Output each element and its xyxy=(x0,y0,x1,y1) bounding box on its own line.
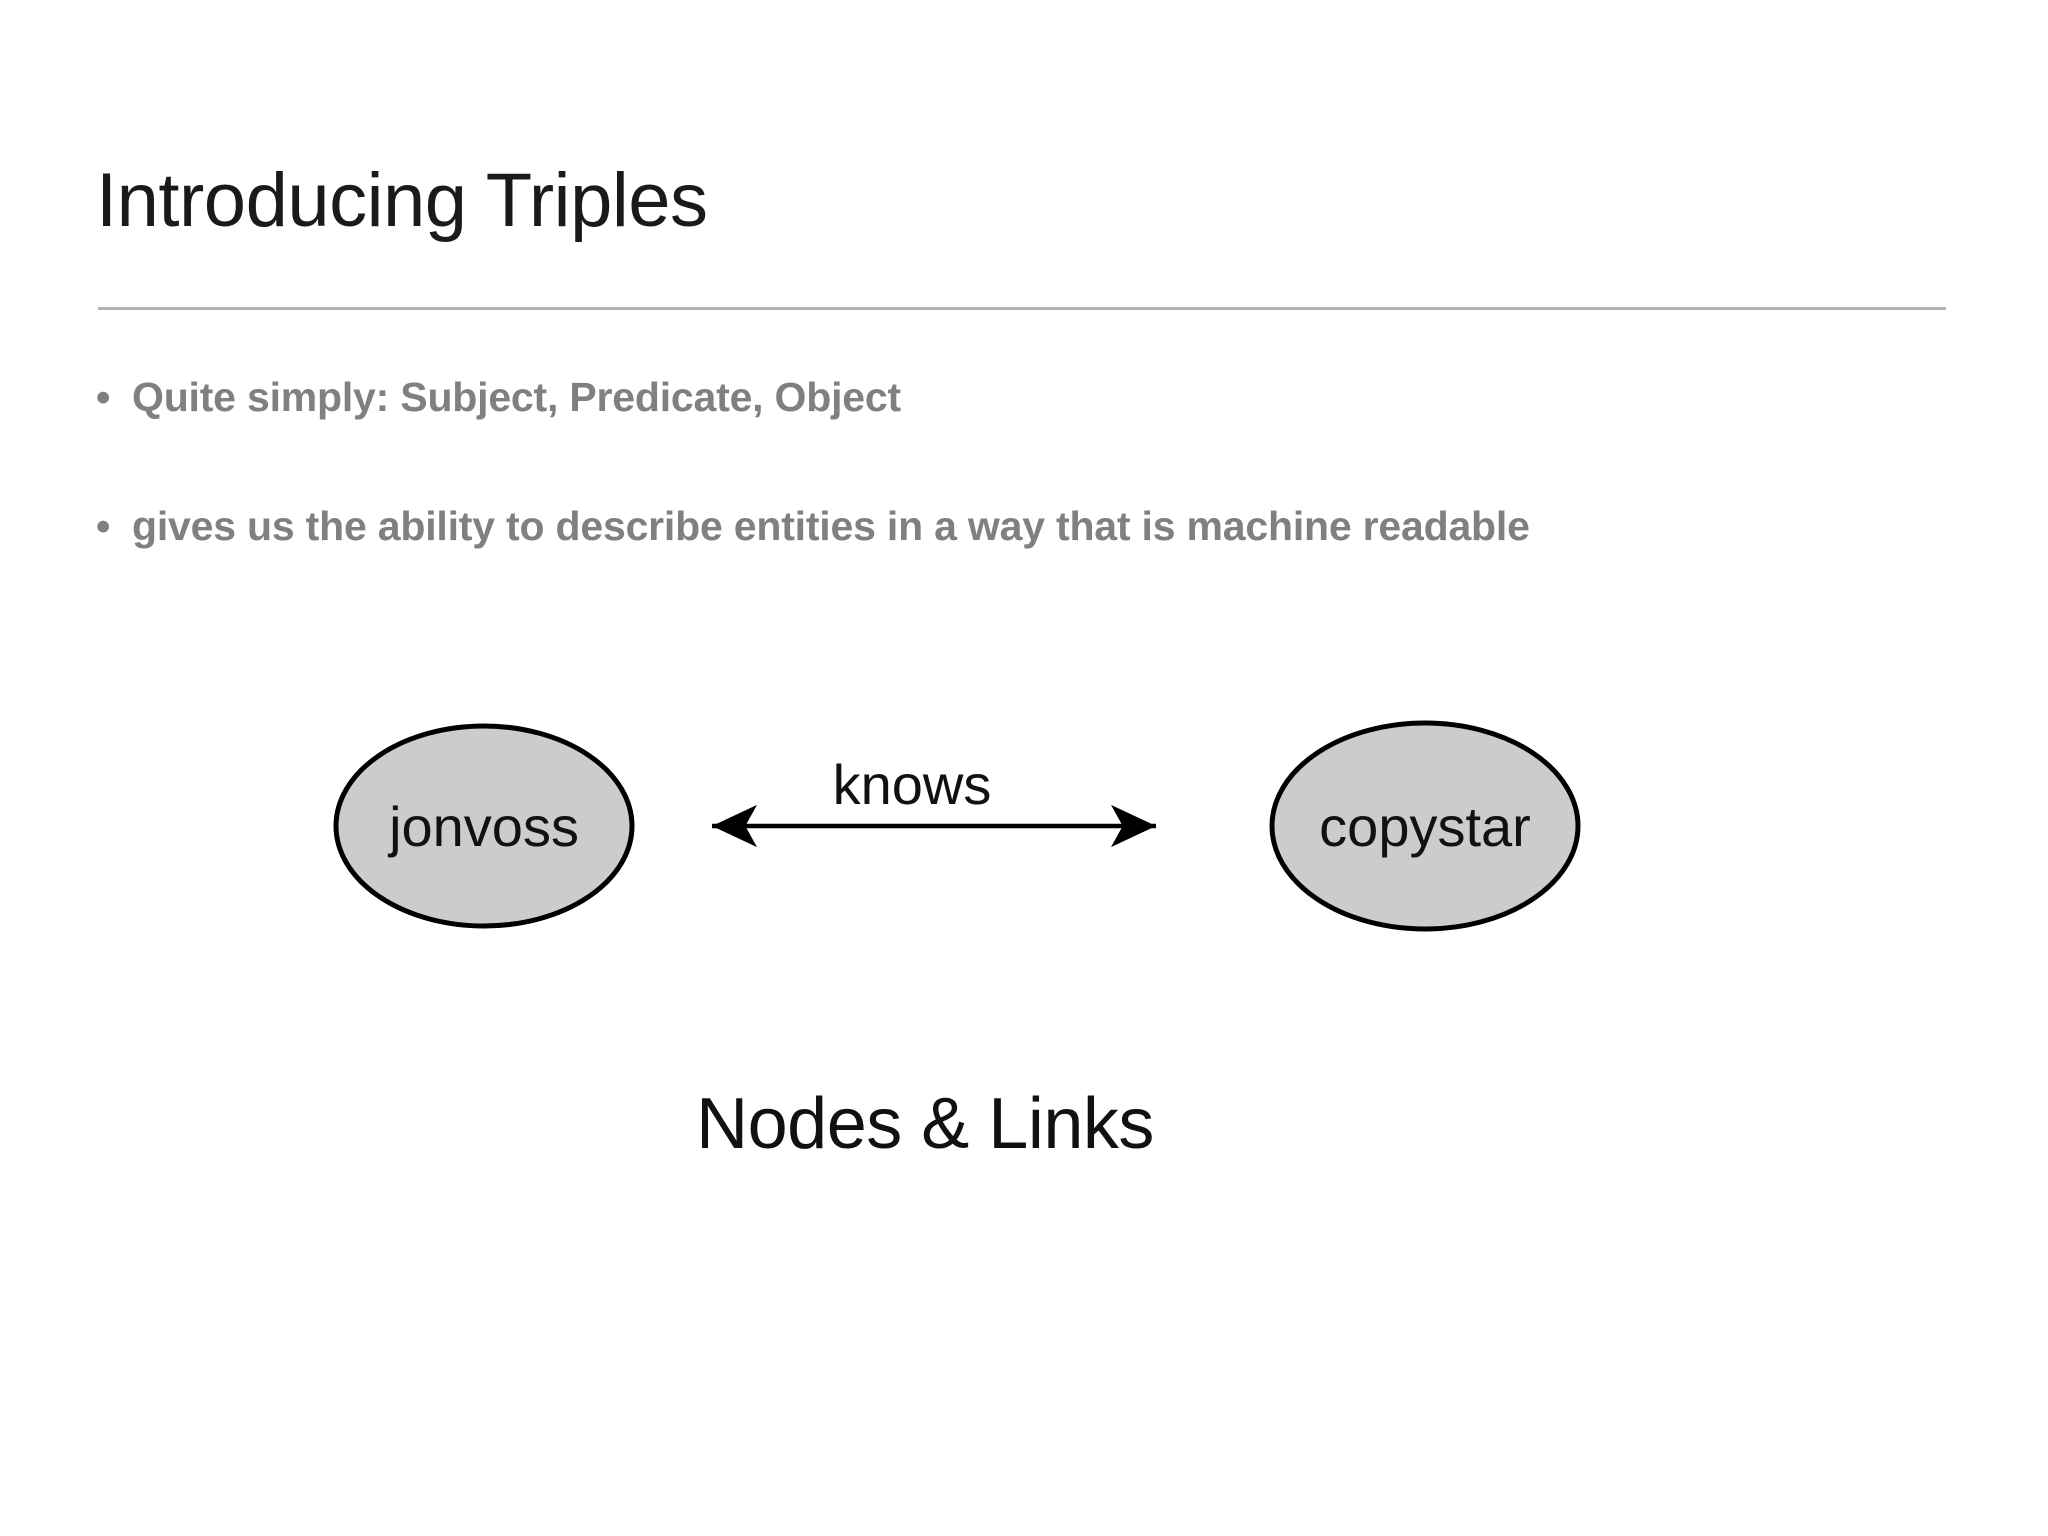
page-title: Introducing Triples xyxy=(96,158,708,243)
node-ellipse xyxy=(1269,720,1581,932)
list-item: • Quite simply: Subject, Predicate, Obje… xyxy=(96,374,1976,421)
edge-label: knows xyxy=(833,753,992,816)
bullet-text: Quite simply: Subject, Predicate, Object xyxy=(132,374,901,420)
node-link-diagram: jonvoss copystar knows xyxy=(300,690,1650,990)
diagram-node-jonvoss: jonvoss xyxy=(333,723,635,929)
node-label: jonvoss xyxy=(387,795,579,858)
bullet-text: gives us the ability to describe entitie… xyxy=(132,503,1530,550)
node-ellipse xyxy=(333,723,635,929)
bullet-list: • Quite simply: Subject, Predicate, Obje… xyxy=(96,374,1976,550)
diagram-caption: Nodes & Links xyxy=(696,1084,1154,1164)
diagram-node-copystar: copystar xyxy=(1269,720,1581,932)
bullet-dot-icon: • xyxy=(96,374,111,420)
list-item: • gives us the ability to describe entit… xyxy=(96,503,1976,550)
title-divider xyxy=(98,307,1946,310)
node-label: copystar xyxy=(1319,795,1531,858)
bullet-dot-icon: • xyxy=(96,503,111,550)
diagram-canvas: jonvoss copystar knows xyxy=(333,720,1581,932)
